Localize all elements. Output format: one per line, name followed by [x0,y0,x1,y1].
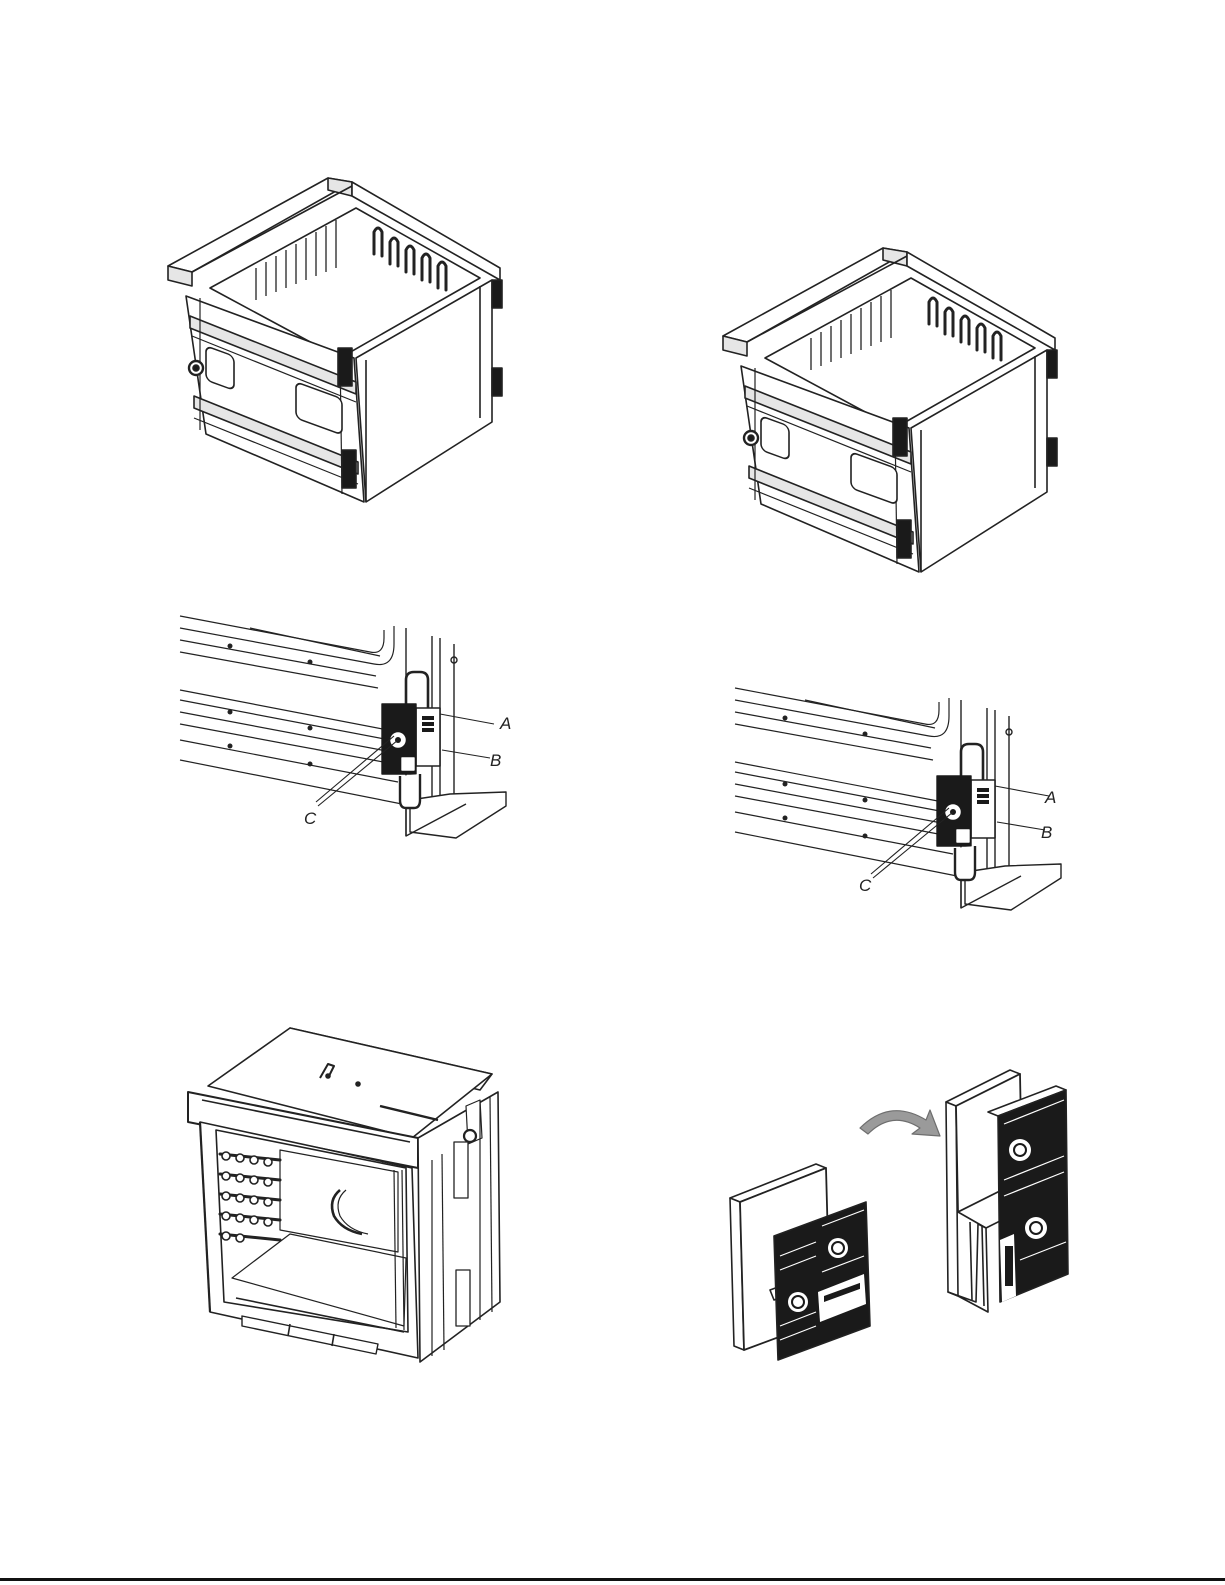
oven-front-drawing [180,1020,520,1365]
callout-a: A [1045,789,1056,806]
rotate-arrow-icon [860,1110,940,1136]
filter-assembly-figure [720,1060,1090,1370]
hinge-detail-drawing [725,672,1075,922]
hinge-detail-figure-left: A B C [170,600,520,850]
callout-c: C [859,877,871,894]
oven-cavity-drawing [160,168,520,508]
filter-assembly-drawing [720,1060,1090,1370]
oven-cavity-figure-left [160,168,520,508]
oven-front-figure [180,1020,520,1365]
callout-b: B [490,752,501,769]
callout-c: C [304,810,316,827]
hinge-detail-drawing [170,600,520,850]
hinge-detail-figure-right: A B C [725,672,1075,922]
callout-b: B [1041,824,1052,841]
footer-rule [0,1578,1225,1581]
callout-a: A [500,715,511,732]
oven-cavity-figure-right [715,238,1075,578]
oven-cavity-drawing [715,238,1075,578]
